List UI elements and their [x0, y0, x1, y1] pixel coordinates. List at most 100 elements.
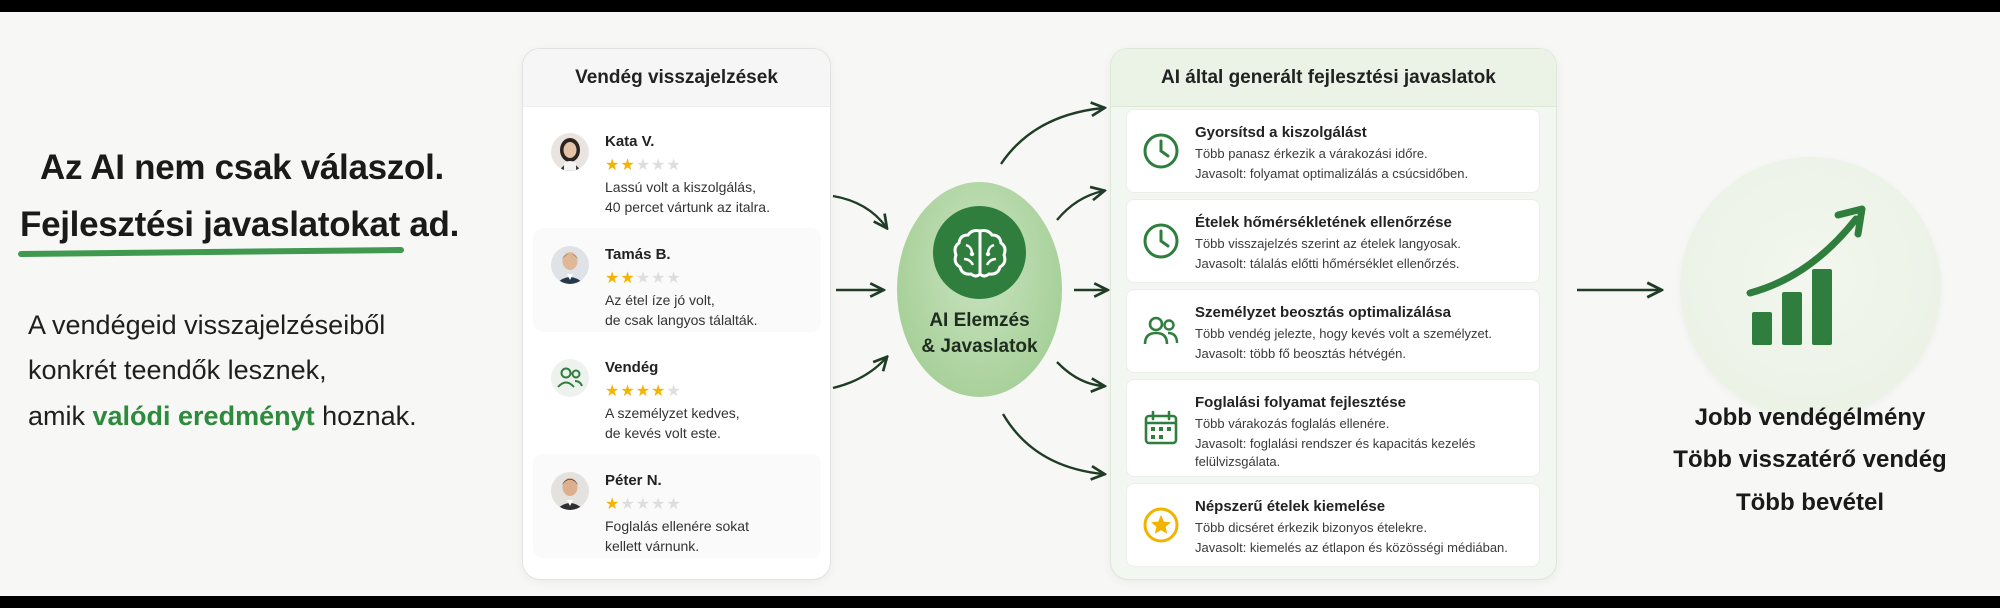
growth-chart-icon — [1746, 205, 1866, 345]
review-card: Kata V. ★★★★★ Lassú volt a kiszolgálás,4… — [533, 115, 821, 219]
suggestion-card: Személyzet beosztás optimalizálása Több … — [1126, 289, 1540, 373]
review-text-line2: de kevés volt este. — [605, 425, 721, 441]
arrow-review-to-ai — [832, 194, 886, 227]
suggestion-reason: Több vendég jelezte, hogy kevés volt a s… — [1195, 326, 1492, 341]
star-empty-icon: ★ — [666, 496, 682, 513]
arrow-review-to-ai — [832, 358, 886, 390]
review-text-line2: 40 percet vártunk az italra. — [605, 199, 770, 215]
reviewer-name: Péter N. — [605, 472, 662, 489]
star-empty-icon: ★ — [620, 496, 636, 513]
star-badge-icon — [1139, 503, 1183, 547]
result-line2: Több visszatérő vendég — [1673, 446, 1947, 473]
feedback-panel: Vendég visszajelzések Kata V. ★★★★★ Lass… — [522, 48, 831, 580]
star-empty-icon: ★ — [651, 270, 667, 287]
arrow-ai-to-suggestion — [1056, 191, 1103, 221]
star-empty-icon: ★ — [635, 496, 652, 513]
review-text: A személyzet kedves, de kevés volt este. — [605, 403, 805, 443]
review-text-line1: A személyzet kedves, — [605, 405, 740, 421]
hero-headline-end: ad. — [399, 205, 460, 244]
review-text-line2: de csak langyos tálalták. — [605, 312, 758, 328]
ai-analysis-node: AI Elemzés & Javaslatok — [897, 182, 1062, 397]
star-rating: ★★★★★ — [605, 381, 682, 401]
suggestion-reason: Több várakozás foglalás ellenére. — [1195, 416, 1390, 431]
suggestion-title: Személyzet beosztás optimalizálása — [1195, 304, 1451, 321]
reviewer-name: Vendég — [605, 359, 659, 376]
hero-underlined-phrase: Fejlesztési javaslatokat — [20, 205, 400, 244]
suggestions-panel: AI által generált fejlesztési javaslatok… — [1110, 48, 1557, 580]
hero-body-line2: konkrét teendők lesznek, — [28, 355, 327, 385]
review-text: Lassú volt a kiszolgálás, 40 percet vártu… — [605, 177, 805, 217]
review-text-line1: Lassú volt a kiszolgálás, — [605, 179, 756, 195]
ai-node-label-line1: AI Elemzés — [929, 310, 1030, 331]
avatar — [551, 472, 589, 510]
star-empty-icon: ★ — [651, 496, 667, 513]
hero-body-line3: amik valódi eredményt hoznak. — [28, 401, 417, 432]
star-empty-icon: ★ — [651, 157, 667, 174]
result-line1: Jobb vendégélmény — [1694, 404, 1926, 431]
clock-icon — [1139, 129, 1183, 173]
suggestion-reason: Több panasz érkezik a várakozási időre. — [1195, 146, 1428, 161]
review-card: Tamás B. ★★★★★ Az étel íze jó volt, de cs… — [533, 228, 821, 332]
ai-node-label-line2: & Javaslatok — [921, 336, 1038, 357]
users-icon — [551, 359, 589, 397]
star-empty-icon: ★ — [666, 157, 682, 174]
star-empty-icon: ★ — [666, 383, 682, 400]
star-filled-icon: ★ — [605, 496, 621, 513]
review-text-line1: Foglalás ellenére sokat — [605, 518, 749, 534]
reviewer-name: Tamás B. — [605, 246, 671, 263]
hero-body-line1: A vendégeid visszajelzéseiből — [28, 310, 386, 340]
star-filled-icon: ★ — [620, 270, 636, 287]
suggestion-action: Javasolt: kiemelés az étlapon és közössé… — [1195, 540, 1508, 555]
suggestion-card: Foglalási folyamat fejlesztése Több vára… — [1126, 379, 1540, 477]
star-filled-icon: ★ — [605, 157, 621, 174]
suggestion-action: Javasolt: tálalás előtti hőmérséklet ell… — [1195, 256, 1460, 271]
result-line3: Több bevétel — [1735, 489, 1885, 516]
star-rating: ★★★★★ — [605, 155, 682, 175]
result-circle — [1680, 157, 1941, 418]
suggestion-title: Foglalási folyamat fejlesztése — [1195, 394, 1406, 411]
suggestion-card: Népszerű ételek kiemelése Több dicséret … — [1126, 483, 1540, 567]
star-empty-icon: ★ — [635, 270, 652, 287]
star-empty-icon: ★ — [635, 157, 652, 174]
suggestion-action: Javasolt: foglalási rendszer és kapacitá… — [1195, 436, 1476, 469]
star-rating: ★★★★★ — [605, 268, 682, 288]
star-filled-icon: ★ — [620, 157, 636, 174]
star-rating: ★★★★★ — [605, 494, 682, 514]
calendar-icon — [1139, 406, 1183, 450]
star-filled-icon: ★ — [620, 383, 636, 400]
hero-headline-line2: Fejlesztési javaslatokat ad. — [20, 205, 459, 245]
avatar — [551, 133, 589, 171]
suggestion-card: Gyorsítsd a kiszolgálást Több panasz érk… — [1126, 109, 1540, 193]
brain-icon — [933, 206, 1026, 299]
review-text-line2: kellett várnunk. — [605, 538, 700, 554]
hero-body-highlight: valódi eredményt — [92, 401, 315, 431]
feedback-panel-title: Vendég visszajelzések — [523, 49, 830, 107]
suggestions-panel-title: AI által generált fejlesztési javaslatok — [1111, 49, 1556, 107]
suggestion-title: Ételek hőmérsékletének ellenőrzése — [1195, 214, 1452, 231]
star-filled-icon: ★ — [651, 383, 667, 400]
star-empty-icon: ★ — [666, 270, 682, 287]
suggestion-reason: Több dicséret érkezik bizonyos ételekre. — [1195, 520, 1427, 535]
review-text-line1: Az étel íze jó volt, — [605, 292, 715, 308]
suggestion-action: Javasolt: több fő beosztás hétvégén. — [1195, 346, 1407, 361]
suggestion-card: Ételek hőmérsékletének ellenőrzése Több … — [1126, 199, 1540, 283]
review-text: Foglalás ellenére sokat kellett várnunk. — [605, 516, 805, 556]
star-filled-icon: ★ — [605, 383, 621, 400]
star-filled-icon: ★ — [635, 383, 652, 400]
hero-body-suffix: hoznak. — [314, 401, 417, 431]
arrow-ai-to-suggestion — [1056, 361, 1103, 386]
flow-arrows — [832, 12, 2000, 596]
avatar — [551, 246, 589, 284]
arrow-ai-to-suggestion — [1000, 108, 1103, 165]
clock-icon — [1139, 219, 1183, 263]
suggestion-reason: Több visszajelzés szerint az ételek lang… — [1195, 236, 1461, 251]
review-card: Vendég ★★★★★ A személyzet kedves,de kevé… — [533, 341, 821, 445]
arrow-ai-to-suggestion — [1001, 413, 1103, 474]
infographic: Az AI nem csak válaszol. Fejlesztési jav… — [0, 12, 2000, 596]
hero-headline-line1: Az AI nem csak válaszol. — [40, 148, 444, 187]
people-icon — [1139, 309, 1183, 353]
reviewer-name: Kata V. — [605, 133, 655, 150]
hero-body-prefix: amik — [28, 401, 93, 431]
suggestion-title: Gyorsítsd a kiszolgálást — [1195, 124, 1367, 141]
